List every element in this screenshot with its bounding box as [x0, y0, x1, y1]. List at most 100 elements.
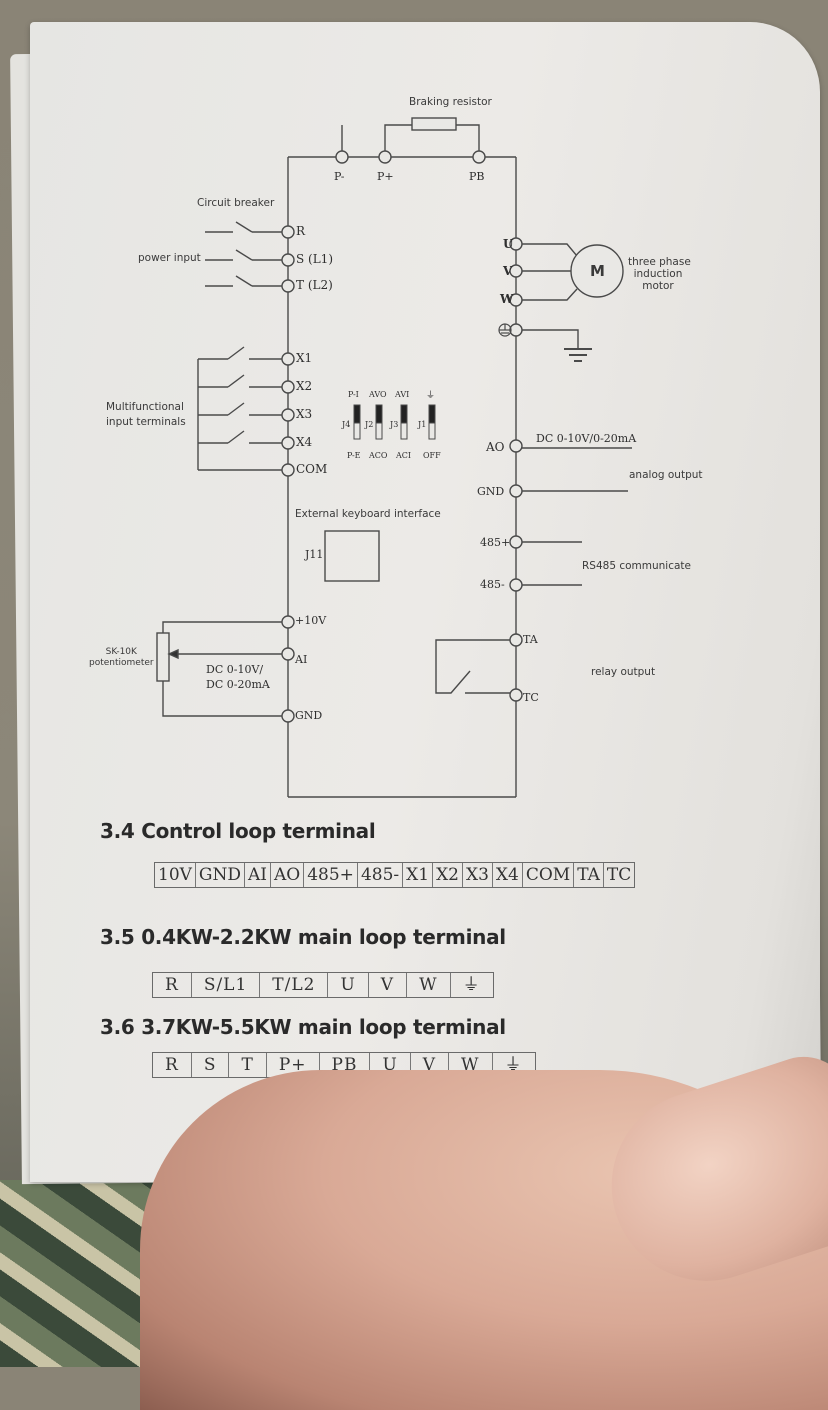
terminal-cell: TA [574, 863, 604, 887]
jumper-name: J2 [365, 420, 374, 429]
jumper-top-label: AVO [369, 390, 387, 399]
terminal-cell: AO [271, 863, 305, 887]
terminal-cell: COM [523, 863, 575, 887]
motor-label: three phase induction motor [628, 256, 691, 292]
potentiometer-body [156, 632, 170, 682]
power-input-label: power input [138, 252, 201, 264]
label-x2: X2 [296, 379, 313, 393]
terminal-x4 [281, 436, 295, 450]
input-switches [197, 346, 282, 471]
motor-label-line: motor [642, 280, 674, 292]
label-w: W [500, 292, 514, 306]
label-gnd-left: GND [295, 709, 323, 722]
label-x4: X4 [296, 435, 313, 449]
relay-output-label: relay output [591, 666, 656, 678]
terminal-cell: X1 [403, 863, 434, 887]
motor-wire-w [522, 288, 578, 301]
label-s: S (L1) [296, 252, 334, 266]
terminal-cell: X3 [463, 863, 493, 887]
label-x3: X3 [296, 407, 313, 421]
manual-page [30, 22, 820, 1182]
label-x1: X1 [296, 351, 313, 365]
terminal-pe [509, 323, 523, 337]
terminal-cell: V [369, 973, 408, 997]
terminal-cell: S [192, 1053, 230, 1077]
keyboard-interface-label: External keyboard interface [295, 508, 441, 520]
terminal-cell: 485+ [304, 863, 358, 887]
jumper-bottom-label: P-E [347, 451, 361, 460]
jumper-top-label: AVI [395, 390, 410, 399]
jumper-top-label: P-I [348, 390, 359, 399]
label-gnd-right: GND [477, 485, 505, 498]
ground-icon: ⏚ [462, 975, 481, 995]
terminal-x1 [281, 352, 295, 366]
label-pb: PB [469, 170, 485, 183]
motor-circle [570, 244, 624, 298]
keyboard-connector-label: J11 [305, 548, 324, 561]
jumper-top-label: ⏚ [426, 391, 436, 401]
main-terminal-strip-small: R S/L1 T/L2 U V W ⏚ [152, 972, 494, 998]
terminal-s [281, 253, 295, 267]
label-ao: AO [486, 440, 505, 454]
ai-range-label: DC 0-10V/ DC 0-20mA [206, 662, 270, 692]
terminal-cell: T/L2 [260, 973, 329, 997]
terminal-gnd-left [281, 709, 295, 723]
terminal-t [281, 279, 295, 293]
earth-ground-icon [564, 348, 592, 362]
potentiometer-label: SK-10K potentiometer [89, 647, 154, 669]
terminal-cell: TC [606, 865, 632, 885]
label-v: V [503, 264, 513, 278]
terminal-com [281, 463, 295, 477]
terminal-pb [472, 150, 486, 164]
jumper-bottom-label: ACI [396, 451, 412, 460]
terminal-v [509, 264, 523, 278]
label-485-plus: 485+ [480, 536, 511, 549]
terminal-tc [509, 688, 523, 702]
label-p-minus: P- [334, 170, 345, 183]
ao-range-label: DC 0-10V/0-20mA [536, 432, 637, 445]
terminal-cell: X2 [433, 863, 463, 887]
multifunctional-input-label: Multifunctional input terminals [106, 400, 186, 430]
label-t: T (L2) [296, 278, 333, 292]
braking-resistor-label: Braking resistor [409, 96, 492, 108]
label-485-minus: 485- [480, 578, 505, 591]
multifunctional-line: Multifunctional [106, 401, 184, 413]
terminal-cell: R [153, 1053, 192, 1077]
motor-label-line: three phase [628, 256, 691, 268]
label-r: R [296, 224, 306, 238]
motor-symbol: M [590, 262, 605, 280]
motor-wire-u [522, 243, 578, 257]
jumper-name: J3 [390, 420, 399, 429]
terminal-x2 [281, 380, 295, 394]
analog-output-label: analog output [629, 469, 703, 481]
keyboard-connector-box [324, 530, 380, 582]
terminal-x3 [281, 408, 295, 422]
label-10v: +10V [295, 614, 327, 627]
terminal-w [509, 293, 523, 307]
terminal-ai [281, 647, 295, 661]
label-p-plus: P+ [377, 170, 394, 183]
protective-earth-icon [498, 323, 512, 337]
circuit-breaker-label: Circuit breaker [197, 197, 275, 209]
terminal-485-minus [509, 578, 523, 592]
circuit-breaker-switches [205, 221, 282, 287]
multifunctional-line: input terminals [106, 416, 186, 428]
braking-resistor-body [411, 117, 457, 131]
terminal-ao [509, 439, 523, 453]
braking-resistor-wire [384, 124, 412, 152]
pot-bottom-wire [162, 681, 282, 717]
terminal-p-plus [378, 150, 392, 164]
potentiometer-line: potentiometer [89, 658, 154, 668]
terminal-gnd-right [509, 484, 523, 498]
terminal-cell: R [153, 973, 192, 997]
terminal-u [509, 237, 523, 251]
ai-range-line: DC 0-20mA [206, 678, 270, 691]
terminal-cell: W [407, 973, 451, 997]
terminal-cell: T [229, 1053, 267, 1077]
label-tc: TC [523, 691, 539, 704]
terminal-cell: X4 [493, 863, 523, 887]
control-terminal-strip: 10V GND AI AO 485+ 485- X1 X2 X3 X4 COM … [154, 862, 636, 888]
pot-wiper-arrow [167, 648, 179, 660]
jumper-bottom-label: OFF [423, 451, 441, 460]
label-com: COM [296, 462, 328, 476]
